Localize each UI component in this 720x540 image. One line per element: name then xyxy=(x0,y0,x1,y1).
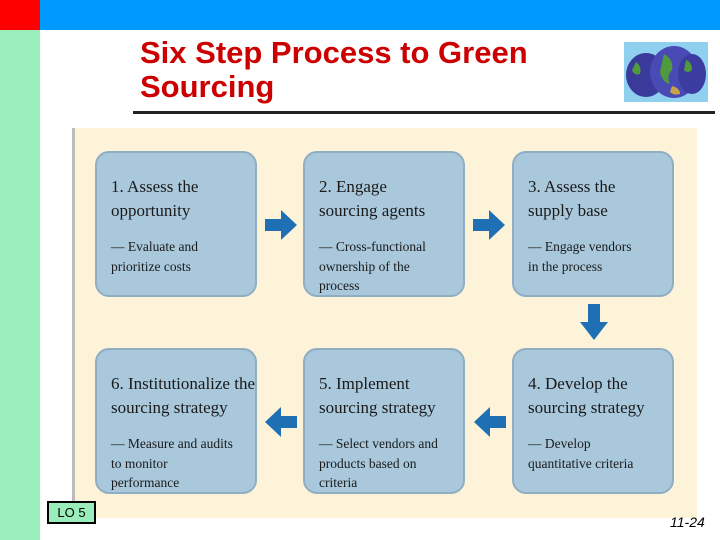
step-2-title: 2. Engage sourcing agents xyxy=(319,177,426,220)
step-3-box: 3. Assess the supply base — Engage vendo… xyxy=(512,151,674,297)
step-5-box: 5. Implement sourcing strategy — Select … xyxy=(303,348,465,494)
arrow-right-icon xyxy=(473,210,505,240)
step-4-title: 4. Develop the sourcing strategy xyxy=(528,374,645,417)
step-1-title: 1. Assess the opportunity xyxy=(111,177,199,220)
side-banner xyxy=(0,30,40,540)
step-6-box: 6. Institutionalize the sourcing strateg… xyxy=(95,348,257,494)
page-number: 11-24 xyxy=(670,514,705,530)
corner-block xyxy=(0,0,40,30)
arrow-right-icon xyxy=(265,210,297,240)
step-5-detail: — Select vendors and products based on c… xyxy=(319,436,438,490)
step-3-detail: — Engage vendors in the process xyxy=(528,239,632,274)
globe-icon xyxy=(624,42,708,102)
step-1-detail: — Evaluate and prioritize costs xyxy=(111,239,198,274)
step-6-detail: — Measure and audits to monitor performa… xyxy=(111,436,233,490)
step-2-box: 2. Engage sourcing agents — Cross-functi… xyxy=(303,151,465,297)
step-3-title: 3. Assess the supply base xyxy=(528,177,616,220)
arrow-left-icon xyxy=(474,407,506,437)
arrow-down-icon xyxy=(580,304,608,340)
step-5-title: 5. Implement sourcing strategy xyxy=(319,374,436,417)
step-4-box: 4. Develop the sourcing strategy — Devel… xyxy=(512,348,674,494)
step-6-title: 6. Institutionalize the sourcing strateg… xyxy=(111,374,255,417)
title-underline xyxy=(133,111,715,114)
step-4-detail: — Develop quantitative criteria xyxy=(528,436,634,471)
arrow-left-icon xyxy=(265,407,297,437)
figure-edge xyxy=(72,128,75,518)
slide-title: Six Step Process to Green Sourcing xyxy=(140,35,528,104)
step-2-detail: — Cross-functional ownership of the proc… xyxy=(319,239,426,293)
top-banner xyxy=(0,0,720,30)
learning-objective-badge: LO 5 xyxy=(47,501,96,524)
step-1-box: 1. Assess the opportunity — Evaluate and… xyxy=(95,151,257,297)
